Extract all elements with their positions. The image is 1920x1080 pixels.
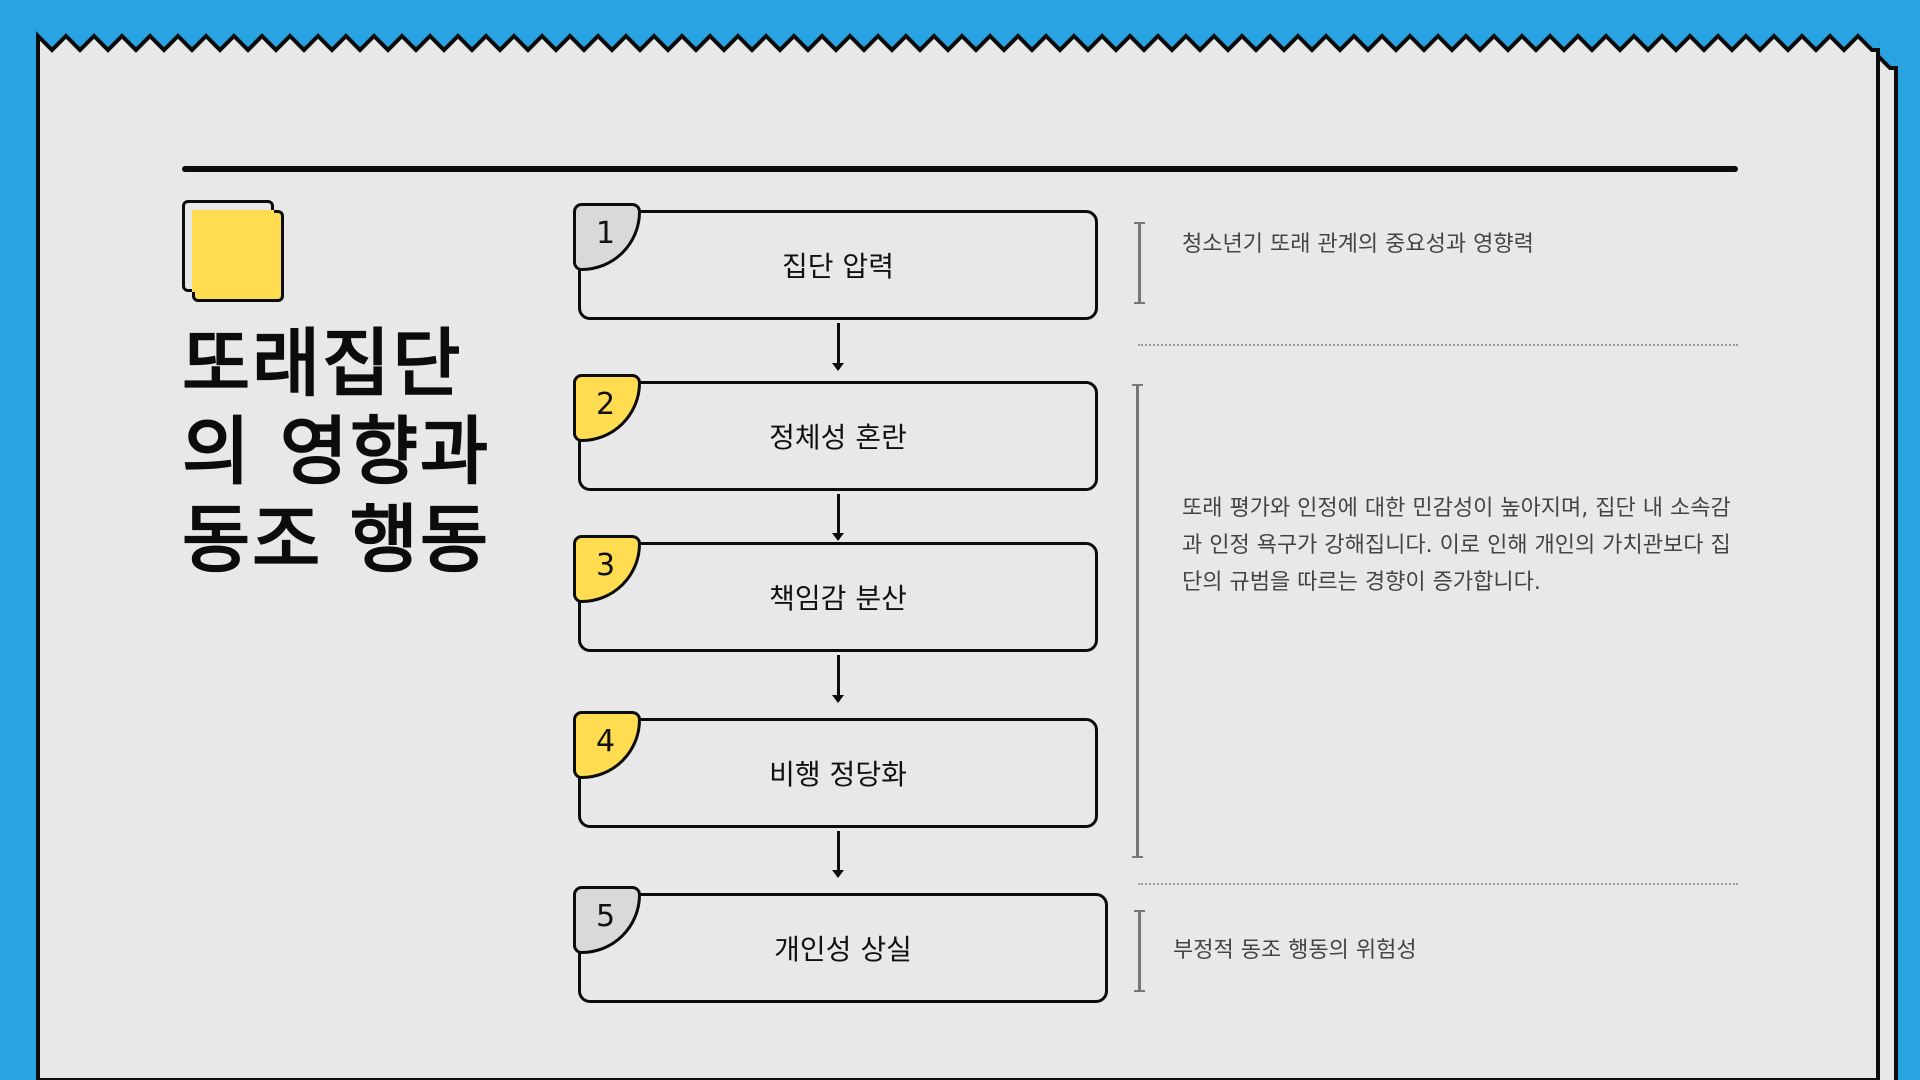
- step-box-2: 2 정체성 혼란: [573, 374, 1098, 491]
- step-box-5: 5 개인성 상실: [573, 886, 1108, 1003]
- flow-arrow-3: [832, 655, 844, 703]
- step-number-2: 2: [596, 387, 616, 422]
- step-label-4: 비행 정당화: [769, 758, 907, 791]
- note-text-1: 청소년기 또래 관계의 중요성과 영향력: [1182, 232, 1534, 257]
- step-label-2: 정체성 혼란: [769, 421, 907, 454]
- flow-arrow-1: [832, 323, 844, 371]
- step-label-5: 개인성 상실: [774, 933, 912, 966]
- title-line-3: 동조 행동: [182, 497, 491, 583]
- step-box-1: 1 집단 압력: [573, 203, 1098, 320]
- step-number-badge-1: 1: [573, 203, 641, 271]
- flow-arrow-2: [832, 494, 844, 541]
- note-text-3: 부정적 동조 행동의 위험성: [1173, 938, 1417, 963]
- title-line-1: 또래집단: [182, 321, 463, 407]
- step-number-3: 3: [596, 548, 616, 583]
- step-number-1: 1: [596, 216, 616, 251]
- step-number-4: 4: [596, 724, 616, 759]
- note-bracket-3: [1134, 910, 1145, 992]
- title-line-2: 의 영향과: [182, 409, 491, 495]
- note-divider-1: [1138, 344, 1738, 346]
- flow-arrow-4: [832, 831, 844, 878]
- note-bracket-2: [1132, 384, 1143, 858]
- step-label-3: 책임감 분산: [769, 582, 907, 615]
- note-text-2: 또래 평가와 인정에 대한 민감성이 높아지며, 집단 내 소속감과 인정 욕구…: [1182, 496, 1731, 595]
- step-number-badge-2: 2: [573, 374, 641, 442]
- step-label-1: 집단 압력: [782, 250, 894, 283]
- step-number-5: 5: [596, 899, 616, 934]
- note-bracket-1: [1134, 222, 1145, 304]
- decorative-square-icon: [182, 200, 286, 304]
- note-divider-2: [1138, 883, 1738, 885]
- step-box-4: 4 비행 정당화: [573, 711, 1098, 828]
- step-box-3: 3 책임감 분산: [573, 535, 1098, 652]
- top-divider: [182, 166, 1738, 172]
- page-title: 또래집단 의 영향과 동조 행동: [182, 320, 522, 584]
